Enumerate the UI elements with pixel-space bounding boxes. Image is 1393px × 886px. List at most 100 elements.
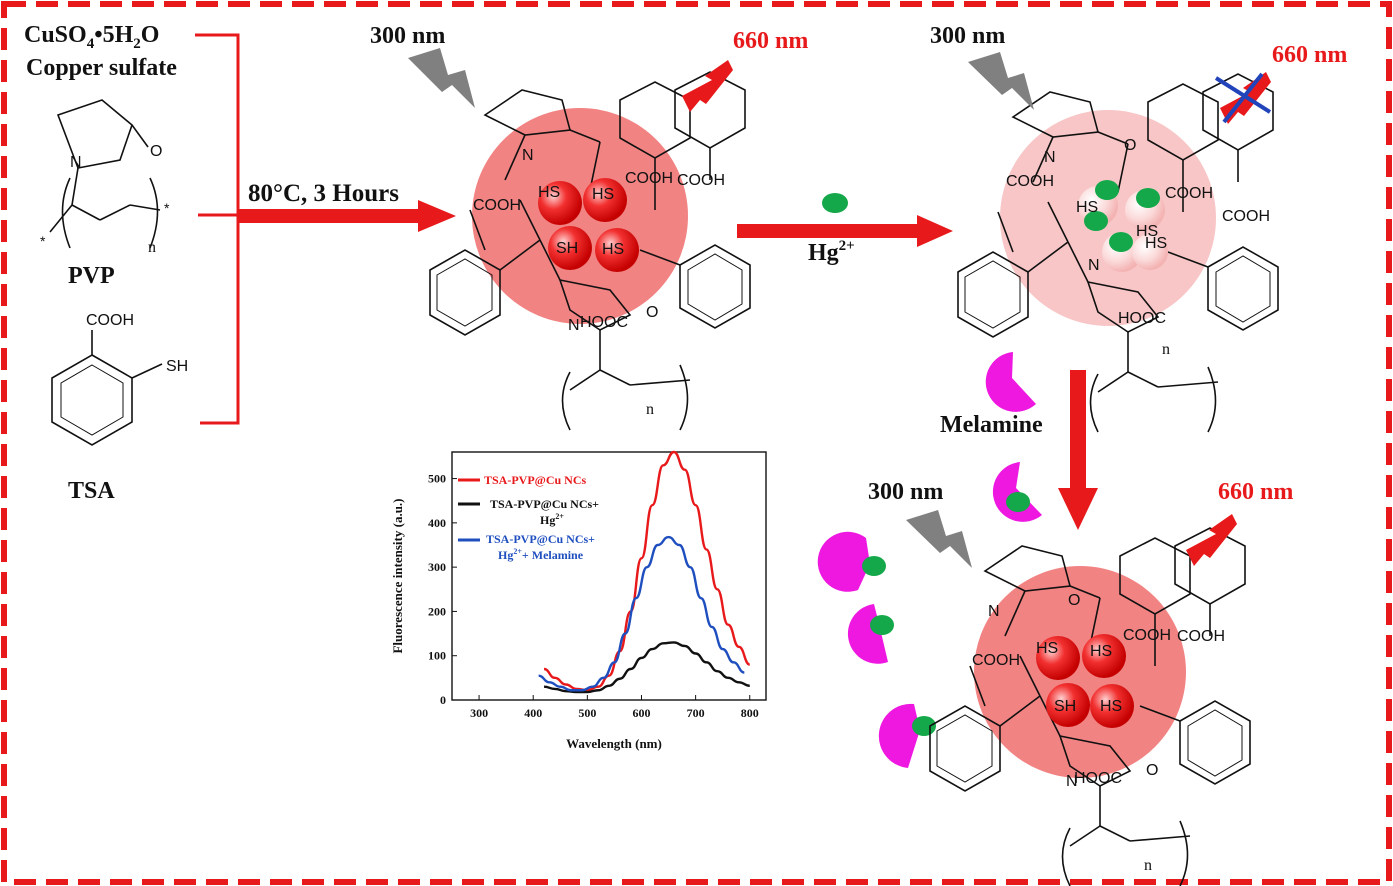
hs-label: HS [602, 241, 624, 258]
x-tick-label: 500 [578, 706, 596, 720]
pvp-n-sub: n [148, 239, 156, 256]
cu-ball [548, 226, 592, 270]
y-tick-label: 300 [428, 560, 446, 574]
chart-series [538, 450, 751, 694]
x-tick-label: 400 [524, 706, 542, 720]
y-tick-label: 200 [428, 604, 446, 618]
melamine-hg-complex [847, 604, 894, 664]
cooh-label: COOH [1222, 208, 1270, 225]
tsa-label: TSA [68, 478, 115, 504]
n-sub: n [1162, 341, 1170, 358]
hs-label: HS [1100, 698, 1122, 715]
cu-ball [583, 178, 627, 222]
pvp-n-atom: N [70, 154, 82, 171]
excitation-lightning-icon [906, 510, 972, 568]
o-label: O [1124, 137, 1136, 154]
excitation-label: 300 nm [930, 23, 1005, 49]
n-label: N [568, 317, 580, 334]
excitation-lightning-icon [968, 52, 1034, 110]
hs-label: HS [1076, 199, 1098, 216]
hooc-label: HOOC [1074, 770, 1122, 787]
cu-ball [595, 228, 639, 272]
hg-ion-icon [1084, 211, 1108, 231]
melamine-label: Melamine [940, 412, 1043, 438]
series-line-1 [543, 641, 750, 694]
tsa-sh: SH [166, 358, 188, 375]
sh-label: SH [1054, 698, 1076, 715]
cu-ball [1090, 684, 1134, 728]
cluster-quenched: COOH COOH COOH HS HS HS HOOC N N O n [957, 73, 1279, 433]
tsa-cooh: COOH [86, 312, 134, 329]
cooh-label: COOH [972, 652, 1020, 669]
hooc-label: HOOC [580, 314, 628, 331]
chart-ylabel: Fluorescence intensity (a.u.) [390, 498, 405, 653]
x-tick-label: 700 [687, 706, 705, 720]
cu-ball [1046, 683, 1090, 727]
cu-ball [1036, 636, 1080, 680]
o-label: O [1146, 762, 1158, 779]
cluster-recovered: HS HS SH HS COOH COOH COOH HOOC N N O O … [929, 527, 1251, 886]
chart-plot-frame [451, 451, 767, 701]
hg-ion-icon [1136, 188, 1160, 208]
y-tick-label: 0 [440, 693, 446, 707]
cooh-label: COOH [625, 170, 673, 187]
cluster-fluorescent: HS HS SH HS COOH COOH COOH HOOC N N O n [429, 71, 751, 431]
excitation-label: 300 nm [868, 479, 943, 505]
x-tick-label: 600 [632, 706, 650, 720]
melamine-icon [985, 352, 1036, 412]
n-sub: n [1144, 857, 1152, 874]
hs-label: HS [1145, 235, 1167, 252]
y-tick-label: 500 [428, 472, 446, 486]
legend-entry-ion: Hg2++ Melamine [498, 547, 584, 562]
legend-entry: TSA-PVP@Cu NCs [484, 473, 587, 487]
emission-label: 660 nm [1272, 42, 1347, 68]
cooh-label: COOH [473, 197, 521, 214]
synthesis-condition: 80°C, 3 Hours [248, 180, 399, 207]
legend-entry: TSA-PVP@Cu NCs+ [490, 497, 599, 511]
melamine-hg-complex [992, 462, 1042, 522]
hooc-label: HOOC [1118, 310, 1166, 327]
pvp-label: PVP [68, 263, 115, 289]
emission-label: 660 nm [733, 28, 808, 54]
cu-ball [538, 181, 582, 225]
cooh-label: COOH [677, 172, 725, 189]
excitation-label: 300 nm [370, 23, 445, 49]
series-line-0 [543, 450, 751, 692]
cooh-label: COOH [1123, 627, 1171, 644]
cooh-label: COOH [1165, 185, 1213, 202]
y-tick-label: 400 [428, 516, 446, 530]
emission-lightning-icon [1186, 514, 1237, 566]
pvp-o-atom: O [150, 143, 162, 160]
tsa-structure [51, 330, 163, 446]
cuso4-name: Copper sulfate [26, 55, 177, 81]
o-label: O [1068, 592, 1080, 609]
hs-label: HS [1136, 223, 1158, 240]
cooh-label: COOH [1006, 173, 1054, 190]
hg-ion-icon [822, 193, 848, 213]
pvp-structure [49, 99, 161, 249]
n-label: N [988, 603, 1000, 620]
cooh-label: COOH [1177, 628, 1225, 645]
pvp-star-right: * [164, 200, 170, 216]
reactant-bracket [195, 33, 240, 425]
n-sub: n [646, 401, 654, 418]
hs-label: HS [592, 186, 614, 203]
n-label: N [1044, 149, 1056, 166]
n-label: N [1088, 257, 1100, 274]
cuso4-formula: CuSO4•5H2O [24, 22, 159, 52]
hs-label: HS [538, 184, 560, 201]
x-tick-label: 800 [741, 706, 759, 720]
hs-label: HS [1090, 643, 1112, 660]
melamine-arrow [1058, 370, 1098, 530]
legend-entry: TSA-PVP@Cu NCs+ [486, 532, 595, 546]
hg-label: Hg2+ [808, 238, 855, 266]
cu-ball-pale [1132, 234, 1168, 270]
pvp-star-left: * [40, 233, 46, 249]
melamine-hg-complex [878, 703, 936, 768]
emission-lightning-icon [682, 60, 733, 112]
series-line-2 [538, 535, 745, 692]
